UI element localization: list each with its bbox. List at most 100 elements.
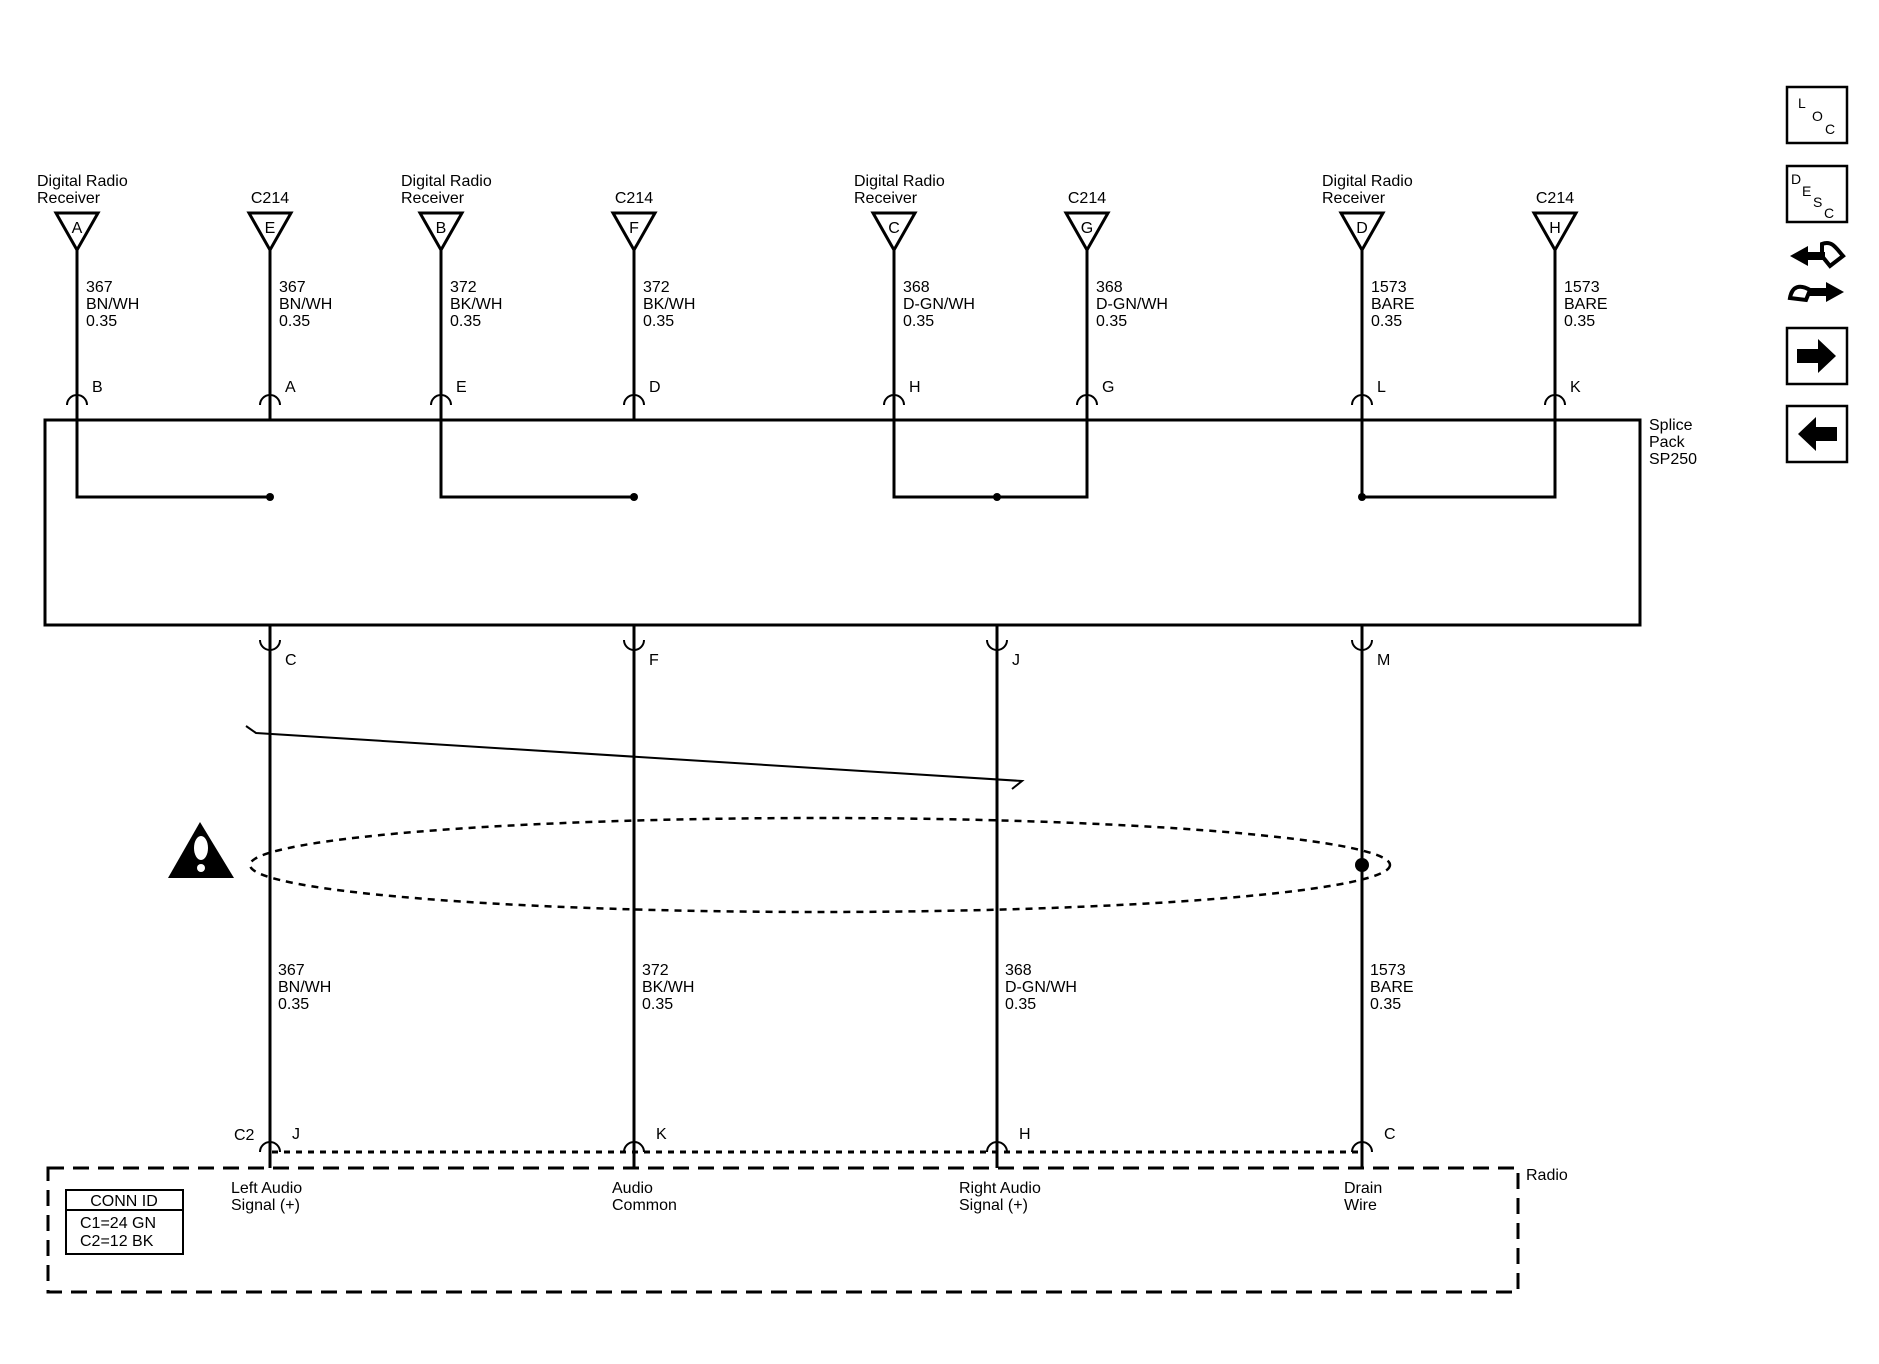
terminal-triangle	[417, 211, 465, 254]
desc-button[interactable]: D E S C	[1785, 164, 1849, 224]
terminal-triangle	[246, 211, 294, 254]
splice-pack-label-1: Splice	[1649, 417, 1693, 434]
splice-pin-label: L	[1377, 379, 1386, 396]
splice-pin-label: M	[1377, 652, 1390, 669]
terminal-pin-label: C	[888, 220, 900, 237]
radio-box	[46, 1166, 1520, 1294]
connector-arc	[883, 394, 905, 406]
circuit-number: 367	[278, 962, 305, 979]
signal-name: Audio	[612, 1180, 653, 1197]
wire-size: 0.35	[1370, 996, 1401, 1013]
connector-arc	[623, 394, 645, 406]
terminal-pin-label: A	[72, 220, 83, 237]
splice-node-367	[266, 493, 274, 501]
wire-size: 0.35	[642, 996, 673, 1013]
wire-size: 0.35	[1096, 313, 1127, 330]
connector-group-label: Digital Radio	[854, 173, 945, 190]
loc-letter-c: C	[1825, 121, 1835, 137]
splice-pin-label: B	[92, 379, 103, 396]
wire-size: 0.35	[86, 313, 117, 330]
signal-name: Right Audio	[959, 1180, 1041, 1197]
splice-pack-label-2: Pack	[1649, 434, 1686, 451]
radio-pin-label: K	[656, 1126, 667, 1143]
top-connectors: Digital RadioReceiverA367BN/WH0.35BC214E…	[37, 173, 1608, 420]
connector-arc	[1544, 394, 1566, 406]
wire-color: BARE	[1371, 296, 1415, 313]
wire-color: BN/WH	[86, 296, 139, 313]
connector-arc	[430, 394, 452, 406]
connector-arc	[259, 394, 281, 406]
connector-arc	[259, 1141, 281, 1153]
loc-letter-o: O	[1812, 108, 1823, 124]
connector-group-label: C214	[615, 190, 653, 207]
circuit-number: 368	[1096, 279, 1123, 296]
splice-pin-label: H	[909, 379, 921, 396]
right-arrow-icon	[1797, 339, 1836, 373]
wire-size: 0.35	[450, 313, 481, 330]
left-arrow-icon	[1798, 417, 1837, 451]
splice-pin-label: F	[649, 652, 659, 669]
terminal-pin-label: H	[1549, 220, 1561, 237]
desc-letter-c: C	[1824, 205, 1834, 221]
splice-pack-box	[43, 418, 1642, 627]
circuit-number: 367	[86, 279, 113, 296]
connector-tool-icon[interactable]	[1787, 241, 1846, 303]
signal-name: Wire	[1344, 1197, 1377, 1214]
connector-arc	[623, 1141, 645, 1153]
back-arrow-button[interactable]	[1785, 404, 1849, 464]
radio-label: Radio	[1526, 1167, 1568, 1184]
circuit-number: 368	[903, 279, 930, 296]
wire-color: D-GN/WH	[1096, 296, 1168, 313]
wire-color: D-GN/WH	[1005, 979, 1077, 996]
wire-size: 0.35	[1371, 313, 1402, 330]
forward-arrow-button[interactable]	[1785, 326, 1849, 386]
splice-node-372	[630, 493, 638, 501]
connector-group-label: C214	[1068, 190, 1106, 207]
splice-pin-label: D	[649, 379, 661, 396]
circuit-number: 1573	[1370, 962, 1406, 979]
shield-ellipse	[248, 816, 1392, 914]
circuit-number: 367	[279, 279, 306, 296]
circuit-number: 1573	[1564, 279, 1600, 296]
circuit-number: 372	[643, 279, 670, 296]
wire-color: BN/WH	[279, 296, 332, 313]
twisted-pair-indicator	[245, 725, 1025, 790]
splice-pin-label: K	[1570, 379, 1581, 396]
terminal-pin-label: F	[629, 220, 639, 237]
conn-id-row-2: C2=12 BK	[80, 1233, 154, 1250]
splice-pin-label: C	[285, 652, 297, 669]
connector-arc	[986, 1141, 1008, 1153]
splice-pack-label-3: SP250	[1649, 451, 1697, 468]
connector-group-label: C214	[1536, 190, 1574, 207]
circuit-number: 372	[642, 962, 669, 979]
connector-arc	[66, 394, 88, 406]
splice-node-1573	[1358, 493, 1366, 501]
terminal-triangle	[1531, 211, 1579, 254]
connector-group-label: Receiver	[37, 190, 101, 207]
wire-size: 0.35	[903, 313, 934, 330]
drain-splice-dot	[1355, 858, 1369, 872]
conn-id-table: CONN ID C1=24 GN C2=12 BK	[65, 1189, 184, 1255]
splice-bus-367	[75, 420, 270, 499]
terminal-triangle	[1063, 211, 1111, 254]
connector-group-label: Digital Radio	[401, 173, 492, 190]
conn-id-title: CONN ID	[90, 1193, 158, 1210]
signal-name: Signal (+)	[231, 1197, 300, 1214]
connector-group-label: Digital Radio	[1322, 173, 1413, 190]
wire-color: BARE	[1370, 979, 1414, 996]
wire-color: BK/WH	[450, 296, 502, 313]
loc-button[interactable]: L O C	[1785, 85, 1849, 145]
wire-color: BN/WH	[278, 979, 331, 996]
